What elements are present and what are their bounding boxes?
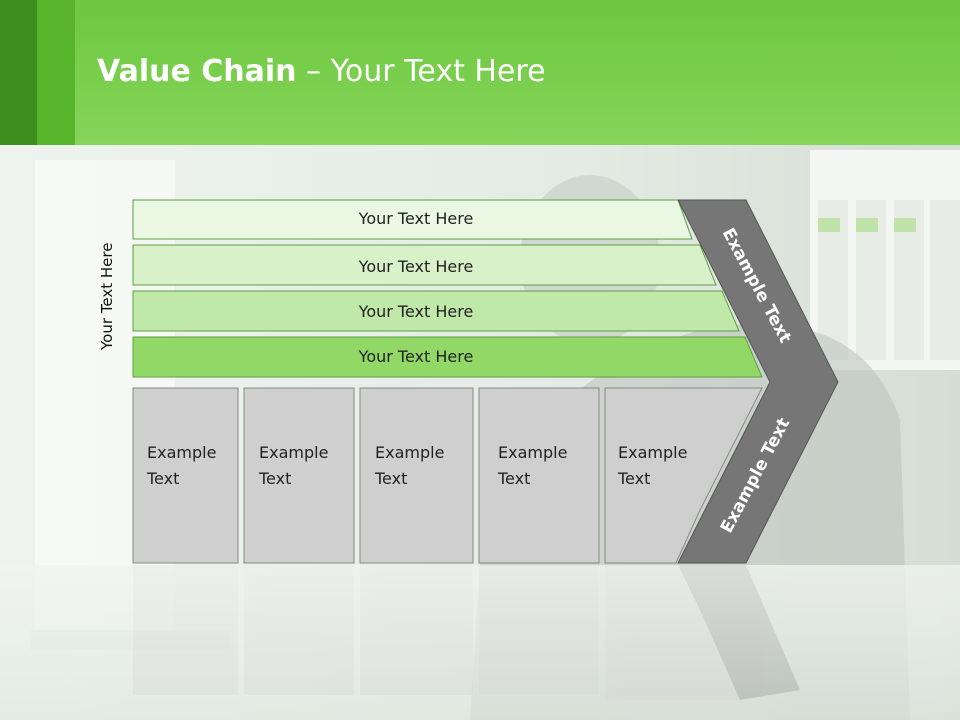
header-accent-dark xyxy=(0,0,37,145)
header-bar: Value Chain – Your Text Here xyxy=(0,0,960,145)
box-5-line1: Example xyxy=(618,443,687,462)
slide-title: Value Chain – Your Text Here xyxy=(97,54,546,89)
box-1-line1: Example xyxy=(147,443,216,462)
slide-title-bold: Value Chain xyxy=(97,54,297,89)
row-3: Your Text Here xyxy=(132,290,740,332)
row-3-label: Your Text Here xyxy=(358,302,474,321)
box-2-line2: Text xyxy=(258,469,291,488)
box-4-line1: Example xyxy=(498,443,567,462)
box-3-line2: Text xyxy=(374,469,407,488)
slide-title-rest: – Your Text Here xyxy=(296,54,546,89)
box-1-line2: Text xyxy=(146,469,179,488)
box-3-line1: Example xyxy=(375,443,444,462)
row-4-label: Your Text Here xyxy=(358,347,474,366)
row-4: Your Text Here xyxy=(132,336,763,378)
box-4-line2: Text xyxy=(497,469,530,488)
row-1: Your Text Here xyxy=(132,199,693,240)
box-5-line2: Text xyxy=(617,469,650,488)
row-1-label: Your Text Here xyxy=(358,209,474,228)
reflection-fade xyxy=(0,565,960,720)
chevron-arrow: Example Text Example Text xyxy=(677,199,839,564)
header-accent-mid xyxy=(37,0,75,145)
row-2-label: Your Text Here xyxy=(358,257,474,276)
box-2-line1: Example xyxy=(259,443,328,462)
row-2: Your Text Here xyxy=(132,244,717,286)
